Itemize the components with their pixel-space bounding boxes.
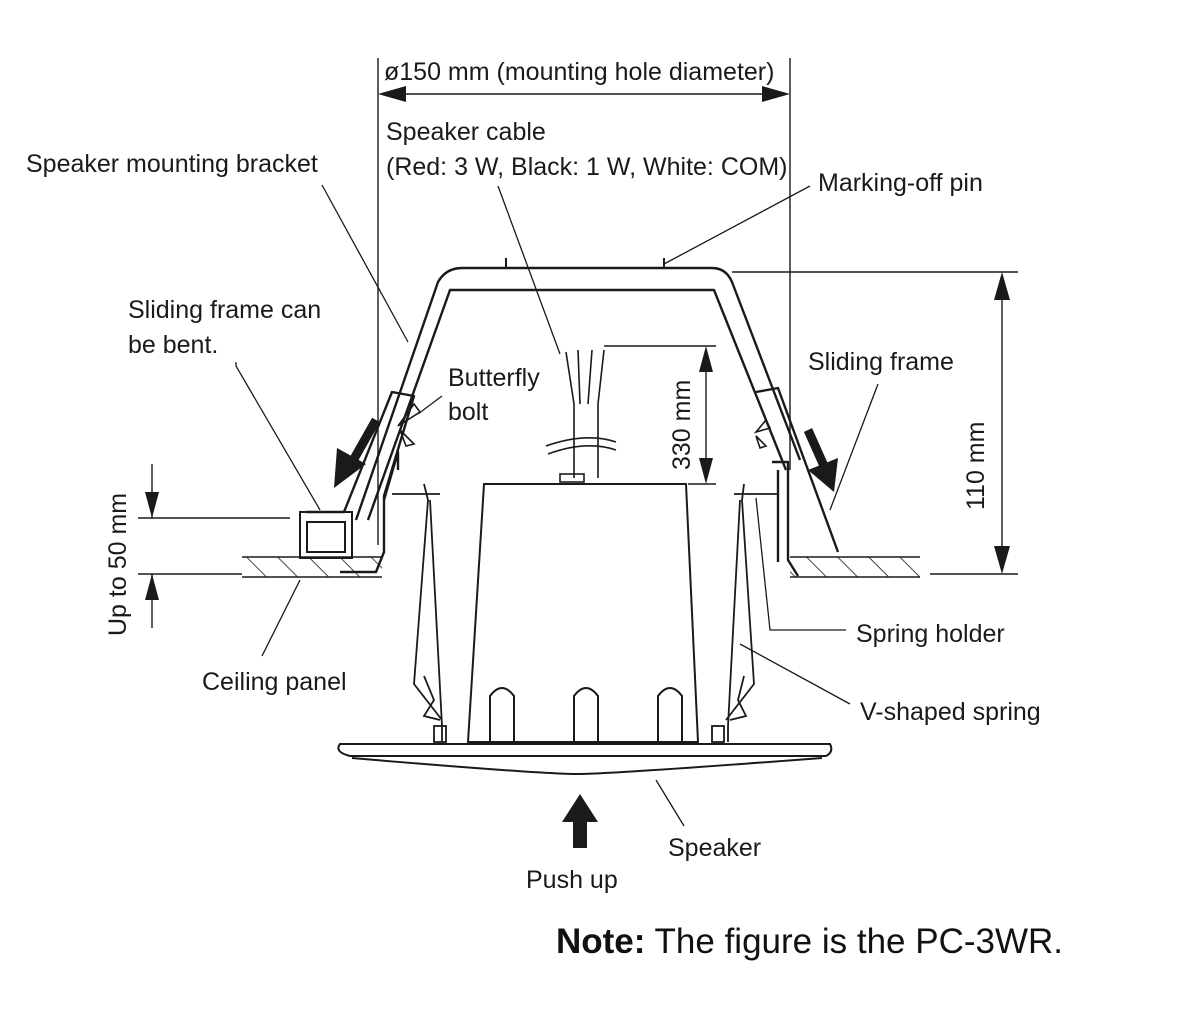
speaker-label: Speaker <box>668 834 761 862</box>
speaker-cable <box>545 349 617 483</box>
speaker-mounting-bracket-label: Speaker mounting bracket <box>26 150 318 178</box>
butterfly-bolt-icon <box>397 402 772 450</box>
butterfly-bolt-label: Butterfly <box>448 364 540 392</box>
bend-arrow-icon <box>334 417 380 488</box>
note-label: Note: <box>556 922 646 961</box>
figure-note: Note: The figure is the PC-3WR. <box>556 922 1063 962</box>
clearance-label: Up to 50 mm <box>104 493 132 636</box>
diameter-dimension <box>377 58 791 545</box>
cable-length-label: 330 mm <box>668 380 696 470</box>
push-up-label: Push up <box>526 866 618 894</box>
sliding-frame-bent-label-2: be bent. <box>128 331 218 359</box>
speaker-cable-spec-label: (Red: 3 W, Black: 1 W, White: COM) <box>386 153 787 181</box>
pin-leader-line <box>663 185 811 265</box>
mounting-bracket <box>306 266 840 577</box>
v-shaped-spring <box>392 483 778 743</box>
diameter-label: ø150 mm (mounting hole diameter) <box>384 58 774 86</box>
sliding-frame-leader-line <box>829 383 879 511</box>
note-text: The figure is the PC-3WR. <box>645 922 1063 961</box>
sliding-arrow-icon <box>803 428 838 492</box>
height-label: 110 mm <box>962 422 990 510</box>
speaker-grille <box>337 743 833 776</box>
height-dimension <box>732 271 1018 575</box>
marking-off-pins <box>505 258 665 268</box>
clearance-dimension <box>138 464 290 628</box>
speaker-leader-line <box>655 779 685 827</box>
cable-length-dimension <box>604 345 716 485</box>
butterfly-bolt-label-2: bolt <box>448 398 488 426</box>
sliding-frame-bent-label: Sliding frame can <box>128 296 321 324</box>
speaker-body <box>466 483 700 743</box>
bolt-leader-line <box>417 395 443 415</box>
spring-holder-label: Spring holder <box>856 620 1005 648</box>
cable-leader-line <box>497 185 561 355</box>
ceiling-panel-label: Ceiling panel <box>202 668 347 696</box>
bent-leader-line <box>235 362 321 511</box>
ceiling-leader-line <box>261 579 301 657</box>
push-up-arrow-icon <box>562 794 598 848</box>
speaker-cable-label: Speaker cable <box>386 118 546 146</box>
sliding-frame-label: Sliding frame <box>808 348 954 376</box>
marking-off-pin-label: Marking-off pin <box>818 169 983 197</box>
v-spring-leader-line <box>739 643 851 705</box>
ceiling-panel <box>242 556 920 578</box>
spring-holder-leader-line <box>755 497 846 631</box>
v-spring-label: V-shaped spring <box>860 698 1041 726</box>
bracket-leader-line <box>321 184 409 343</box>
sliding-frame-clamp <box>299 511 353 559</box>
